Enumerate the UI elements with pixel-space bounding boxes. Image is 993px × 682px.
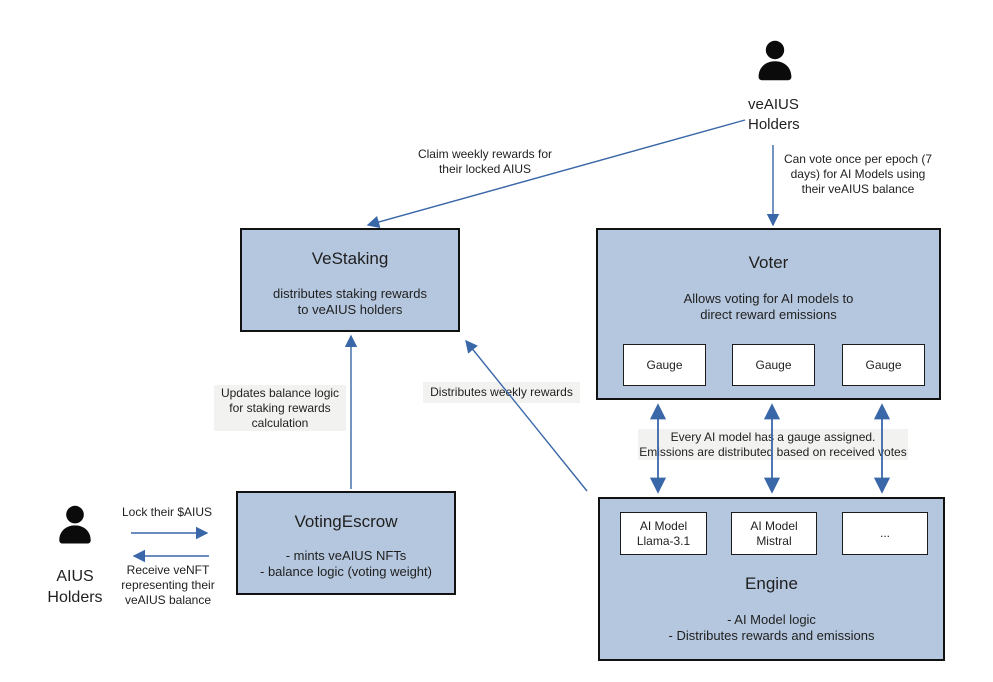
ai-model-box-llama: AI Model Llama-3.1 [620, 512, 707, 555]
voter-node: Voter Allows voting for AI models to dir… [596, 228, 941, 400]
lock-aius-label: Lock their $AIUS [121, 505, 213, 519]
gauge-box-2: Gauge [732, 344, 815, 386]
veaius-holders-icon [751, 38, 799, 95]
votingescrow-title: VotingEscrow [294, 512, 398, 531]
person-icon [59, 505, 91, 544]
voter-title: Voter [748, 253, 789, 272]
vestaking-title: VeStaking [311, 249, 389, 268]
claim-rewards-label: Claim weekly rewards for their locked AI… [417, 147, 553, 176]
gauge-assignment-label: Every AI model has a gauge assigned. Emi… [638, 429, 908, 460]
can-vote-label: Can vote once per epoch (7 days) for AI … [783, 152, 933, 196]
gauge-box-3: Gauge [842, 344, 925, 386]
arrow-engine-to-vestaking [465, 339, 588, 492]
voter-body: Allows voting for AI models to direct re… [683, 291, 854, 322]
engine-node: AI Model Llama-3.1 AI Model Mistral ... … [598, 497, 945, 661]
votingescrow-body: - mints veAIUS NFTs - balance logic (vot… [260, 548, 432, 579]
ai-model-box-more: ... [842, 512, 928, 555]
person-icon [758, 40, 792, 81]
votingescrow-node: VotingEscrow - mints veAIUS NFTs - balan… [236, 491, 456, 595]
veaius-holders-label: veAIUS Holders [748, 96, 800, 133]
aius-holders-label: AIUS Holders [47, 568, 103, 606]
receive-venft-label: Receive veNFT representing their veAIUS … [121, 563, 215, 607]
updates-balance-label: Updates balance logic for staking reward… [214, 385, 346, 431]
ai-model-box-mistral: AI Model Mistral [731, 512, 817, 555]
vestaking-body: distributes staking rewards to veAIUS ho… [273, 286, 427, 317]
distributes-weekly-label: Distributes weekly rewards [423, 382, 580, 403]
vestaking-node: VeStaking distributes staking rewards to… [240, 228, 460, 332]
aius-holders-icon [52, 503, 98, 558]
engine-body: - AI Model logic - Distributes rewards a… [668, 612, 875, 643]
gauge-box-1: Gauge [623, 344, 706, 386]
engine-title: Engine [745, 574, 798, 593]
